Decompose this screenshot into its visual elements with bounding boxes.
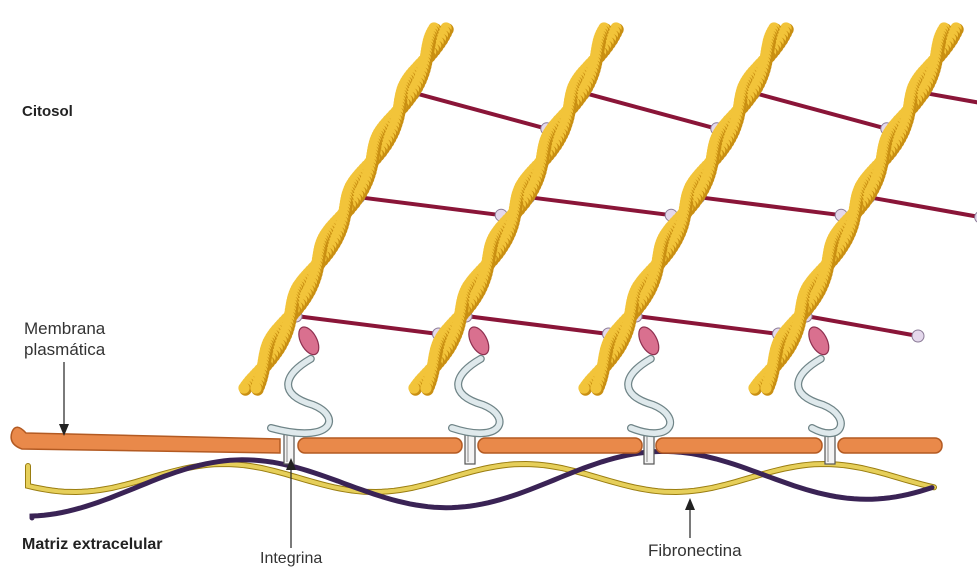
adapter-protein [295,324,323,358]
talin-linker [628,359,670,433]
actin-monomer [760,382,771,393]
crosslink-protein [699,197,842,215]
talin-linker-outline [452,359,500,433]
fibronectin-label: Fibronectina [648,542,742,561]
talin-linkers [271,359,841,433]
crosslink-protein [529,197,672,215]
talin-linker-outline [271,359,329,433]
extracellular-matrix-fibers [28,451,934,518]
crosslink-protein [466,316,609,334]
membrane-segment [478,438,642,453]
ecm-dark-fiber [32,451,932,518]
talin-linker [798,359,841,433]
fibronectin-pointer-arrow [685,498,695,510]
crosslink-protein [414,93,547,129]
actin-monomer [578,382,589,393]
crosslink-protein [754,93,887,129]
crosslink-protein [869,197,977,217]
ecm-label: Matriz extracelular [22,536,163,554]
crosslink-protein [359,197,502,215]
membrane-segment [11,427,280,453]
adapter-protein [465,324,493,358]
actin-monomer [238,382,249,393]
actin-monomer [590,382,601,393]
membrane-label-line2: plasmática [24,341,105,360]
membrane-label-line1: Membrana [24,320,105,339]
crosslink-protein [924,93,977,113]
membrane-segment [838,438,942,453]
membrane-segment [298,438,462,453]
actin-monomer [420,382,431,393]
crosslink-protein [296,316,439,334]
actin-monomer [748,382,759,393]
adapter-protein [635,324,663,358]
cytosol-label: Citosol [22,104,73,121]
actin-monomer [408,382,419,393]
crosslink-node [912,330,924,342]
crosslink-protein [584,93,717,129]
actin-filament [238,22,453,395]
membrane-segment [656,438,822,453]
actin-filaments [238,22,963,395]
crosslink-protein [636,316,779,334]
actin-monomer [250,382,261,393]
adapter-protein [805,324,833,358]
